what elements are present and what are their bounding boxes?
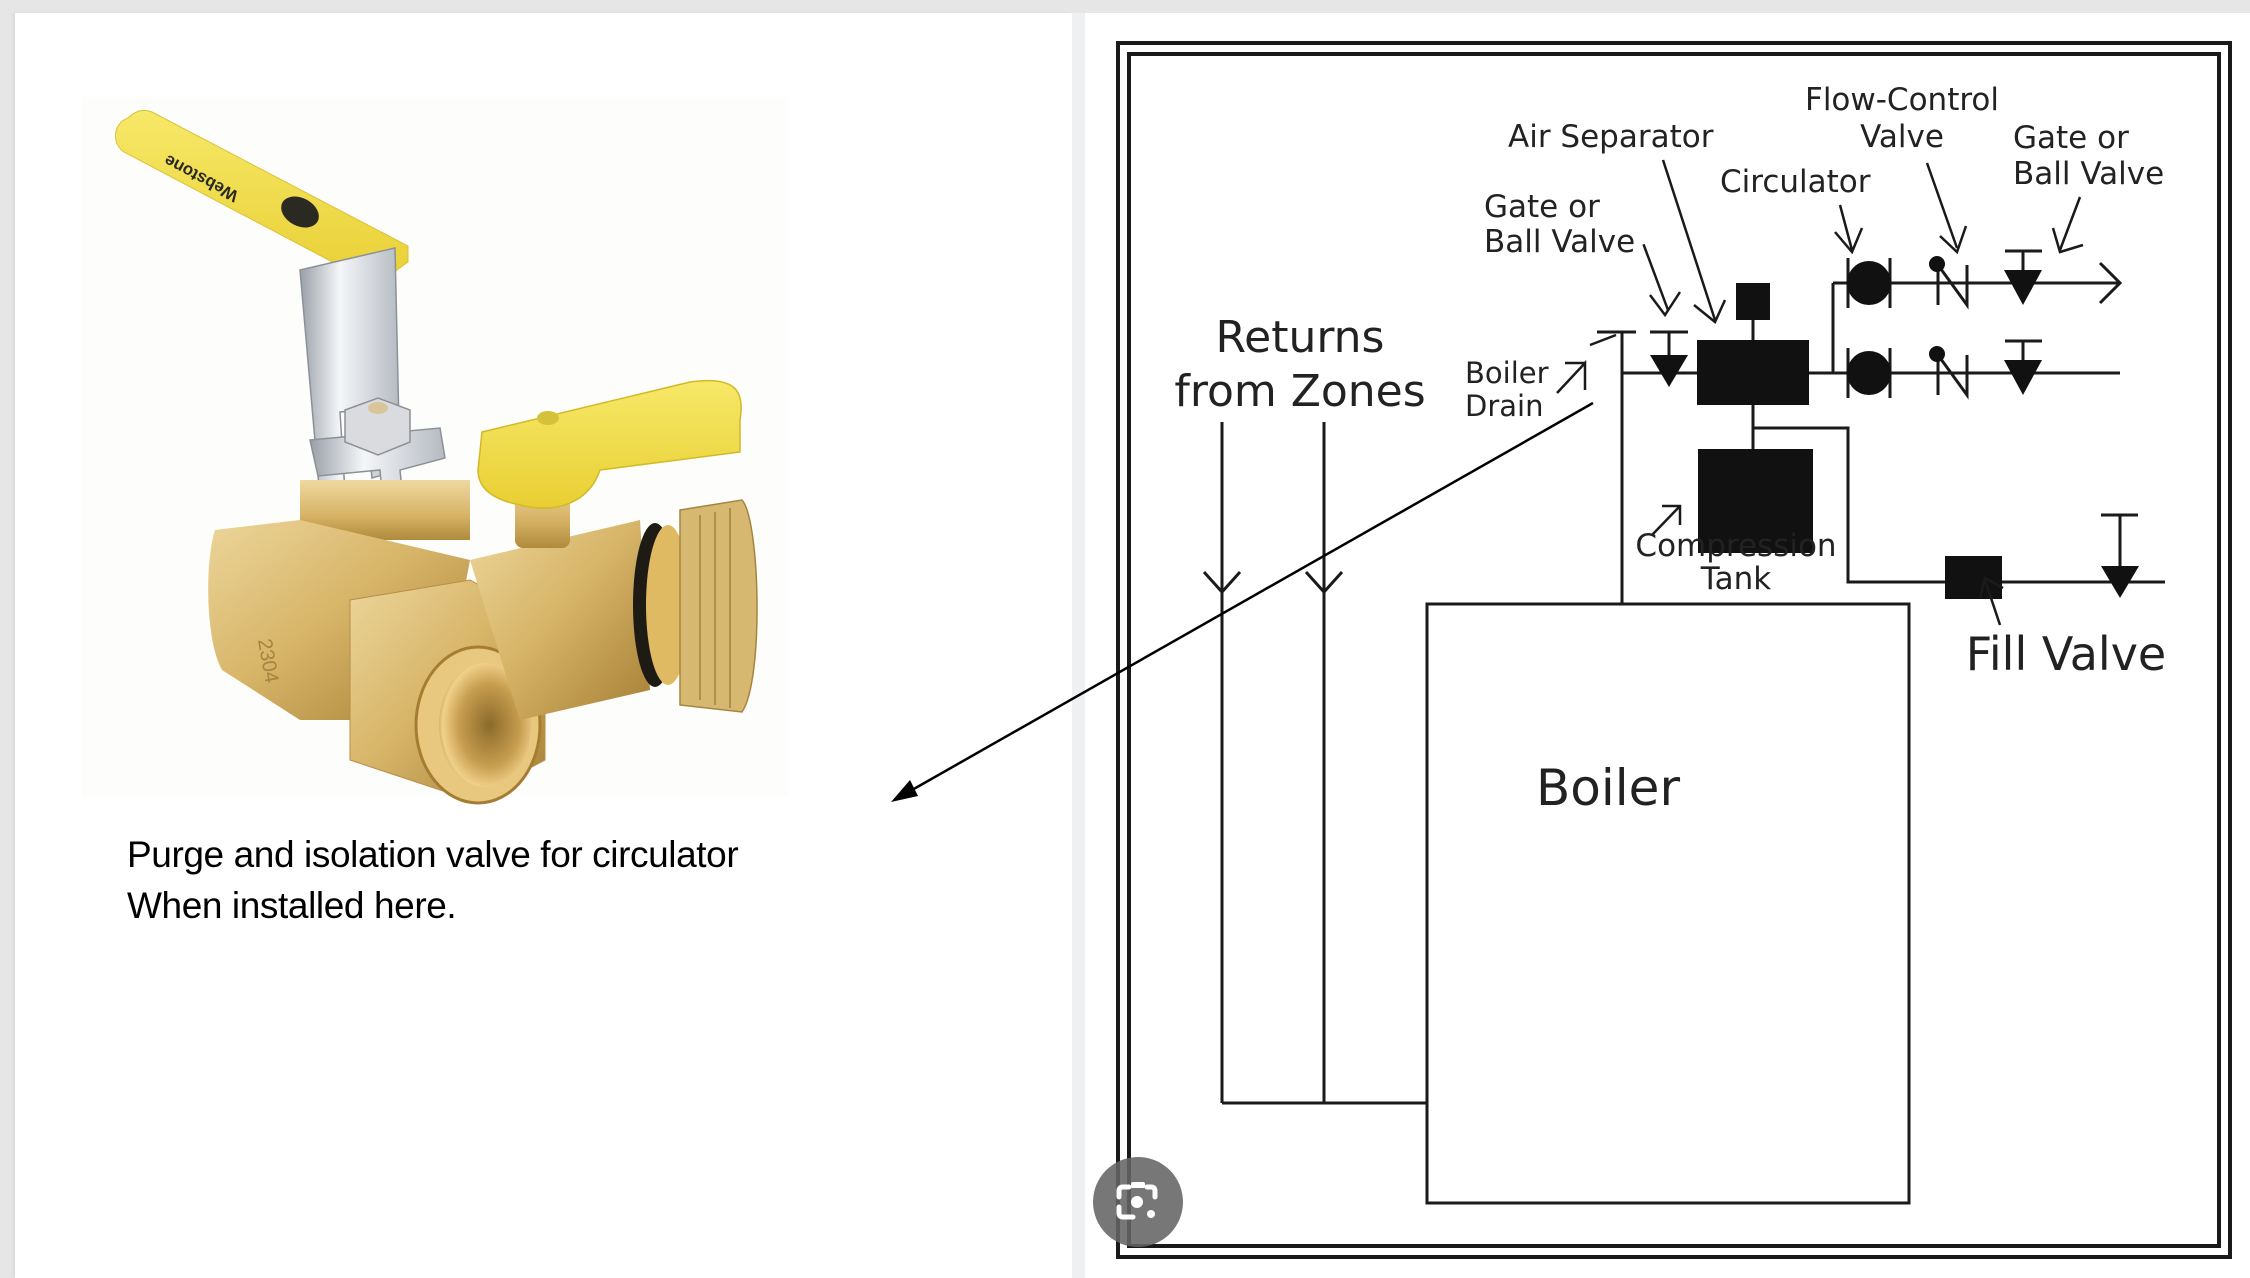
gate-valve-right-1-icon — [2004, 270, 2042, 305]
label-gate-left-1: Gate or — [1484, 189, 1600, 225]
gate-valve-fill-icon — [2101, 566, 2139, 598]
diagram-outer-border — [1116, 41, 2232, 1259]
label-boiler-drain-1: Boiler — [1465, 356, 1549, 390]
label-flow-control-1: Flow-Control — [1805, 82, 1999, 118]
flow-valve-1-icon — [1936, 260, 1969, 310]
caption: Purge and isolation valve for circulator… — [127, 829, 739, 931]
label-boiler: Boiler — [1536, 759, 1680, 817]
drain-branch — [470, 478, 758, 720]
stem-nut — [344, 397, 411, 456]
air-vent-icon — [1736, 283, 1770, 320]
compression-tank-icon — [1698, 449, 1813, 553]
gate-valve-right-2-icon — [2004, 360, 2042, 395]
return-arrow-1-icon — [1202, 570, 1242, 595]
google-lens-icon — [1116, 1182, 1158, 1220]
label-returns-1: Returns — [1216, 312, 1385, 363]
chrome-bracket — [299, 247, 446, 525]
return-arrow-2-icon — [1304, 570, 1344, 595]
label-compression-1: Compression — [1635, 528, 1836, 564]
caption-line-2: When installed here. — [127, 885, 457, 926]
drain-handle — [477, 380, 742, 509]
label-returns-2: from Zones — [1174, 366, 1425, 417]
brand-logo-icon — [281, 196, 319, 228]
label-gate-right-1: Gate or — [2013, 120, 2129, 156]
annotation-arrow-line — [904, 401, 1594, 796]
supply-arrow-icon — [2098, 261, 2123, 305]
label-circulator: Circulator — [1720, 164, 1871, 200]
handle-screw-icon — [537, 411, 559, 425]
panel-divider — [1072, 13, 1085, 1278]
lens-search-button[interactable] — [1093, 1157, 1183, 1247]
diagram-inner-border — [1127, 52, 2221, 1248]
lever-handle: Webstone — [115, 109, 409, 286]
caption-line-1: Purge and isolation valve for circulator — [127, 834, 739, 875]
annotation-arrowhead-icon — [891, 780, 918, 802]
gate-valve-left-icon — [1650, 355, 1688, 387]
circulator-1-icon — [1847, 261, 1891, 305]
circulator-2-icon — [1847, 351, 1891, 395]
right-panel — [1085, 13, 2250, 1278]
label-flow-control-2: Valve — [1860, 119, 1944, 155]
air-separator-icon — [1697, 340, 1809, 405]
label-gate-left-2: Ball Valve — [1484, 224, 1635, 260]
socket-opening — [439, 663, 531, 787]
label-compression-2: Tank — [1700, 561, 1771, 597]
fill-valve-icon — [1945, 556, 2002, 599]
boiler-box — [1425, 602, 1911, 1205]
flow-valve-2-icon — [1936, 350, 1969, 400]
label-boiler-drain-2: Drain — [1465, 389, 1543, 423]
label-air-separator: Air Separator — [1508, 119, 1714, 155]
fill-line — [1753, 426, 2165, 584]
label-fill-valve: Fill Valve — [1966, 627, 2166, 681]
label-gate-right-2: Ball Valve — [2013, 156, 2164, 192]
